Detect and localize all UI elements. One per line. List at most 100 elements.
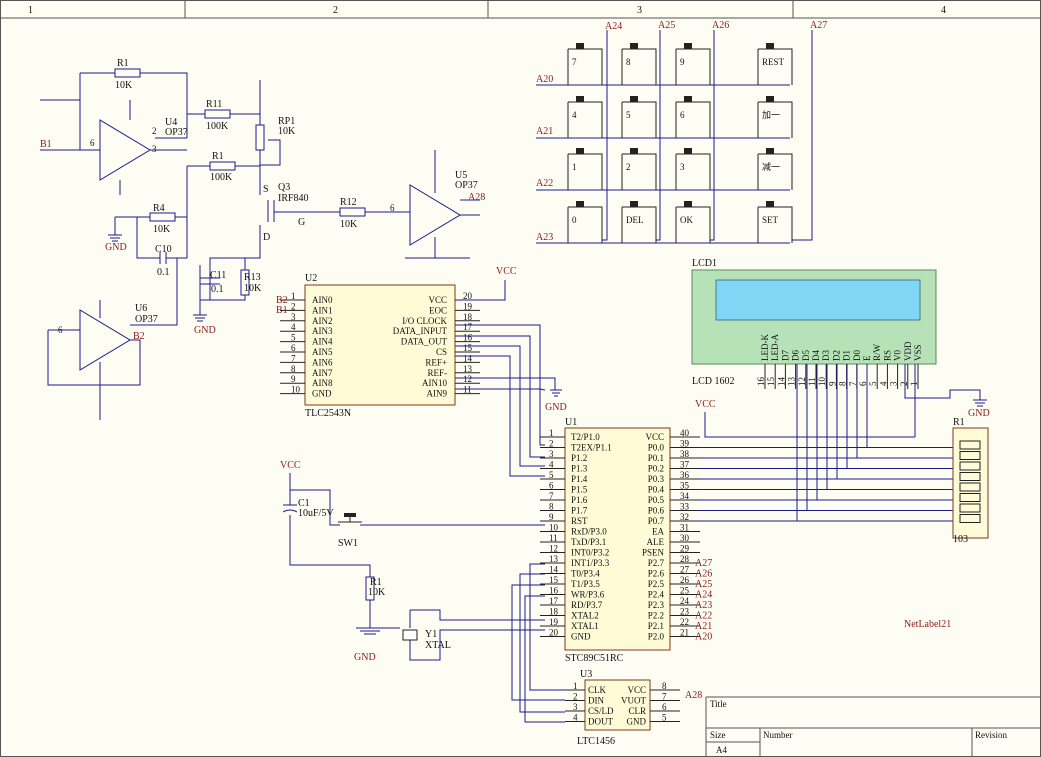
netlabel21: NetLabel21 (904, 619, 951, 630)
keypad-key[interactable]: 6 (675, 96, 711, 138)
net-a28-u5: A28 (468, 192, 485, 203)
key-label: DEL (626, 215, 644, 225)
u2-part: TLC2543N (305, 408, 351, 419)
keypad-key[interactable]: 7 (567, 43, 603, 85)
keypad-key[interactable]: 减一 (757, 148, 793, 190)
u1-pin-label: P2.0 (648, 632, 665, 642)
u1-pin-label: P2.4 (648, 590, 665, 600)
keypad-key[interactable]: 加一 (757, 96, 793, 138)
keypad-key[interactable]: 5 (621, 96, 657, 138)
u3-pin-label: CLK (588, 685, 607, 695)
lcd-ref: LCD1 (692, 258, 717, 269)
u2-pin-label: EOC (429, 305, 447, 315)
c11-val: 0.1 (211, 284, 224, 295)
u3-pin-label: DIN (588, 696, 604, 706)
lcd-part: LCD 1602 (692, 376, 735, 387)
u1-pin-number: 13 (549, 554, 559, 564)
net-a23-key: A23 (536, 232, 553, 243)
rnet-element (959, 482, 981, 492)
keypad-key[interactable]: 3 (675, 148, 711, 190)
key-label: 4 (572, 110, 577, 120)
sw1-ref: SW1 (338, 538, 358, 549)
key-contacts (675, 48, 711, 85)
key-actuator (766, 43, 774, 49)
u2-pin-number: 17 (463, 322, 473, 332)
u6-pin6: 6 (58, 325, 63, 335)
c10-val: 0.1 (157, 267, 170, 278)
u1-pin-label: T1/P3.5 (571, 579, 600, 589)
u3-pin-label: VUOT (621, 696, 646, 706)
u1-pin-label: TxD/P3.1 (571, 537, 606, 547)
u3-pin-number: 1 (573, 681, 578, 691)
u2-pin-label: GND (312, 389, 332, 399)
u1-pin-number: 21 (680, 628, 689, 638)
u3-pin-number: 3 (573, 702, 578, 712)
q3-source: S (263, 184, 269, 195)
key-contacts (675, 101, 711, 138)
q3-ref: Q3 (278, 182, 290, 193)
key-contacts (621, 48, 657, 85)
key-actuator (576, 43, 584, 49)
key-actuator (630, 43, 638, 49)
u2-pin-label: AIN5 (312, 347, 333, 357)
q3-gate: G (298, 217, 305, 228)
q3-drain: D (263, 232, 270, 243)
u3-pin-label: VCC (627, 685, 646, 695)
gnd-label-u2: GND (545, 402, 567, 413)
u2-pin-number: 16 (463, 333, 473, 343)
u1-net-label: A22 (695, 611, 712, 622)
p0-bus-wire (700, 364, 953, 469)
u1-pin-number: 12 (549, 544, 558, 554)
u1-pin-number: 32 (680, 512, 689, 522)
keypad-key[interactable]: OK (675, 201, 711, 243)
size-label: Size (710, 730, 726, 740)
u2-pin-number: 3 (291, 312, 296, 322)
u1-pin-number: 2 (549, 439, 554, 449)
u1-net-label: A26 (695, 569, 712, 580)
keypad-key[interactable]: SET (757, 201, 793, 243)
u1-pin-label: ALE (647, 537, 665, 547)
u1-pin-label: INT1/P3.3 (571, 558, 610, 568)
keypad-key[interactable]: REST (757, 43, 793, 85)
net-a27-key: A27 (810, 20, 827, 31)
u1-net-label: A27 (695, 558, 712, 569)
keypad-key[interactable]: DEL (621, 201, 657, 243)
column-label-2: 2 (333, 5, 338, 16)
keypad-col-line (710, 30, 715, 241)
r1a-val: 10K (115, 80, 133, 91)
u3-body (584, 679, 651, 731)
gnd-label-reset: GND (354, 652, 376, 663)
title-block: Title Size A4 Number Revision (705, 696, 1041, 757)
u2-body (304, 284, 456, 406)
c1-plate-b (282, 509, 298, 513)
p0-bus-wire (700, 364, 953, 522)
lcd-1602: LCD1 LCD 1602 LED-K16LED-A15D714D613D512… (691, 258, 990, 437)
u2-pin-label: AIN1 (312, 305, 333, 315)
u1-pin-number: 3 (549, 449, 554, 459)
u4-part: OP37 (165, 127, 188, 138)
rnet-element (959, 503, 981, 513)
u1-pin-label: P0.5 (648, 495, 665, 505)
keypad-key[interactable]: 9 (675, 43, 711, 85)
key-contacts (567, 153, 603, 190)
rp1-potentiometer (255, 124, 265, 151)
lcd-pin-number: 1 (909, 382, 919, 387)
r13-val: 10K (244, 283, 262, 294)
u2-pin-label: AIN3 (312, 326, 333, 336)
key-label: 0 (572, 215, 577, 225)
keypad-key[interactable]: 2 (621, 148, 657, 190)
u3-pin-number: 7 (662, 692, 667, 702)
u1-pin-number: 24 (680, 596, 690, 606)
u1-pin-number: 19 (549, 617, 559, 627)
u1-pin-label: INT0/P3.2 (571, 548, 609, 558)
keypad-key[interactable]: 8 (621, 43, 657, 85)
keypad-key[interactable]: 0 (567, 201, 603, 243)
p0-bus-wire (700, 364, 953, 459)
u2-pin-number: 20 (463, 291, 473, 301)
u1-pin-number: 33 (680, 502, 690, 512)
keypad-key[interactable]: 4 (567, 96, 603, 138)
u2-pin-number: 11 (463, 385, 472, 395)
u1-pin-label: P1.4 (571, 474, 588, 484)
keypad-key[interactable]: 1 (567, 148, 603, 190)
